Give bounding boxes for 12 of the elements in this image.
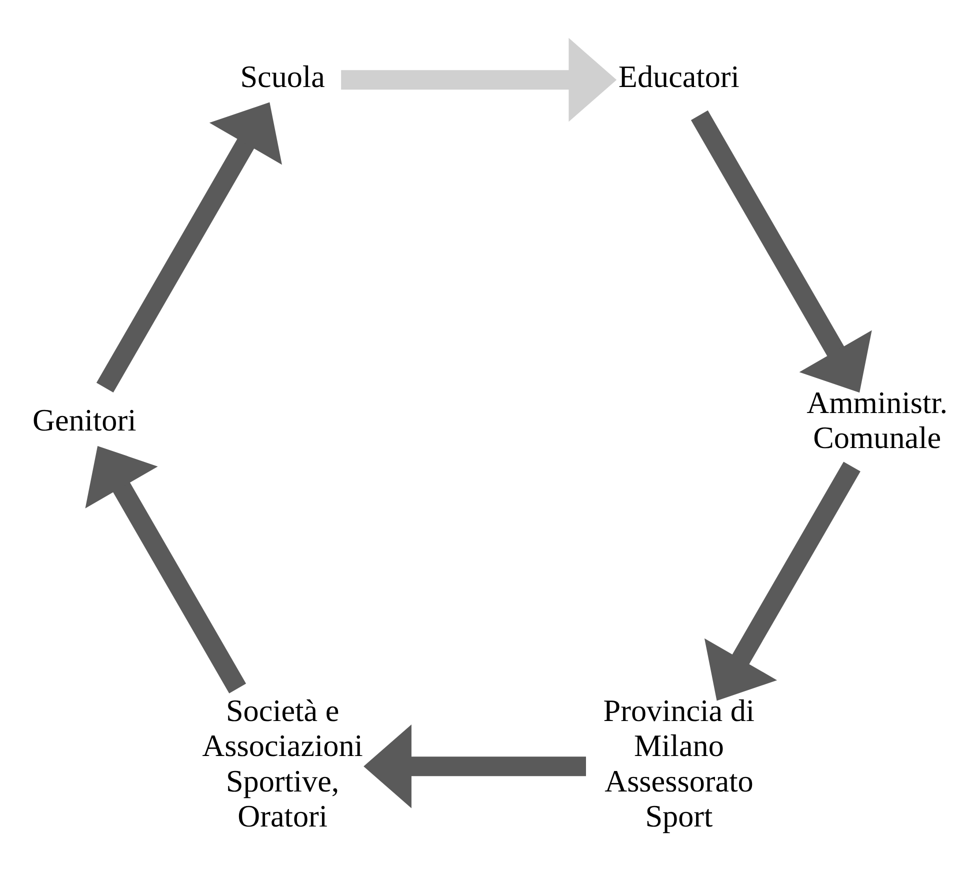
node-text: Società e Associazioni Sportive, Oratori (202, 693, 363, 834)
node-text: Educatori (618, 59, 740, 94)
node-text: Amministr. Comunale (806, 384, 948, 456)
node-text: Scuola (240, 59, 325, 94)
arrow (704, 462, 860, 701)
arrow (96, 102, 282, 392)
arrow (85, 446, 246, 694)
node-text: Provincia di Milano Assessorato Sport (603, 693, 755, 834)
node-text: Genitori (32, 402, 136, 438)
arrow (364, 724, 586, 808)
arrow (341, 38, 617, 122)
arrow (690, 110, 872, 393)
